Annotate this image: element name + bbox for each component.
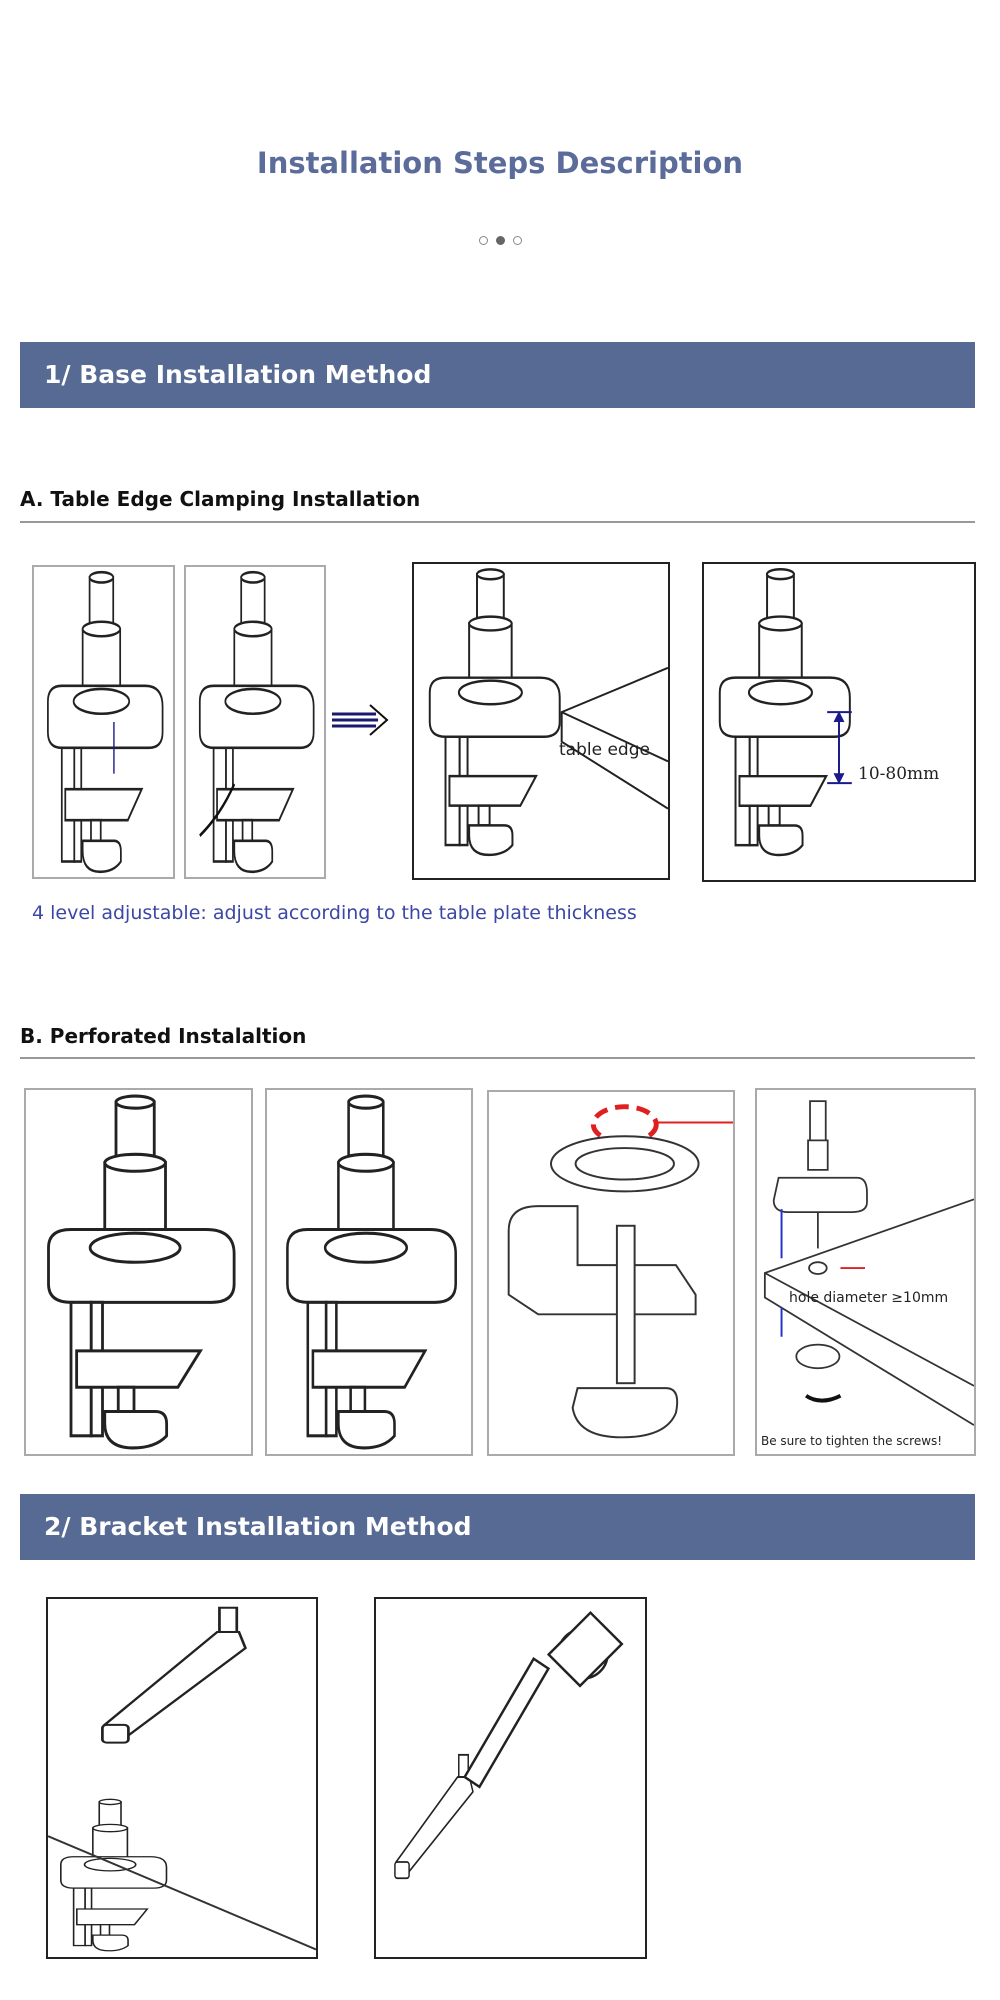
subheading-perforated: B. Perforated Instalaltion: [20, 1024, 307, 1048]
diagram-perforated-step-1: [24, 1088, 253, 1456]
diagram-perforated-exploded: [487, 1090, 735, 1456]
carousel-dot-2[interactable]: [495, 236, 505, 245]
diagram-bracket-step-2: [374, 1597, 647, 1959]
double-arrow-icon: [332, 700, 390, 740]
carousel-dot-1[interactable]: [478, 236, 488, 245]
range-label: 10-80mm: [858, 764, 940, 784]
adjustment-caption: 4 level adjustable: adjust according to …: [32, 902, 637, 924]
diagram-hole-drilling: hole diameter ≥10mm Be sure to tighten t…: [755, 1088, 976, 1456]
section-header-base-installation: 1/ Base Installation Method: [20, 342, 975, 408]
diagram-perforated-step-2: [265, 1088, 473, 1456]
tighten-screws-label: Be sure to tighten the screws!: [761, 1434, 943, 1448]
section-header-bracket-installation: 2/ Bracket Installation Method: [20, 1494, 975, 1560]
carousel-dots: [0, 236, 1000, 245]
diagram-bracket-step-1: [46, 1597, 318, 1959]
perforated-diagrams: hole diameter ≥10mm Be sure to tighten t…: [0, 1088, 1000, 1456]
diagram-clamp-step-1: [32, 565, 175, 879]
page-title: Installation Steps Description: [256, 146, 744, 180]
diagram-clamp-step-2: [184, 565, 326, 879]
diagram-table-edge: table edge: [412, 562, 670, 880]
hole-diameter-label: hole diameter ≥10mm: [789, 1290, 949, 1306]
divider: [20, 1057, 975, 1059]
table-edge-diagrams: table edge 10-80mm: [0, 562, 1000, 882]
carousel-dot-3[interactable]: [512, 236, 522, 245]
bracket-diagrams: [0, 1597, 1000, 1959]
table-edge-label: table edge: [559, 740, 650, 760]
diagram-thickness-range: 10-80mm: [702, 562, 976, 882]
subheading-table-edge: A. Table Edge Clamping Installation: [20, 487, 421, 511]
divider: [20, 521, 975, 523]
